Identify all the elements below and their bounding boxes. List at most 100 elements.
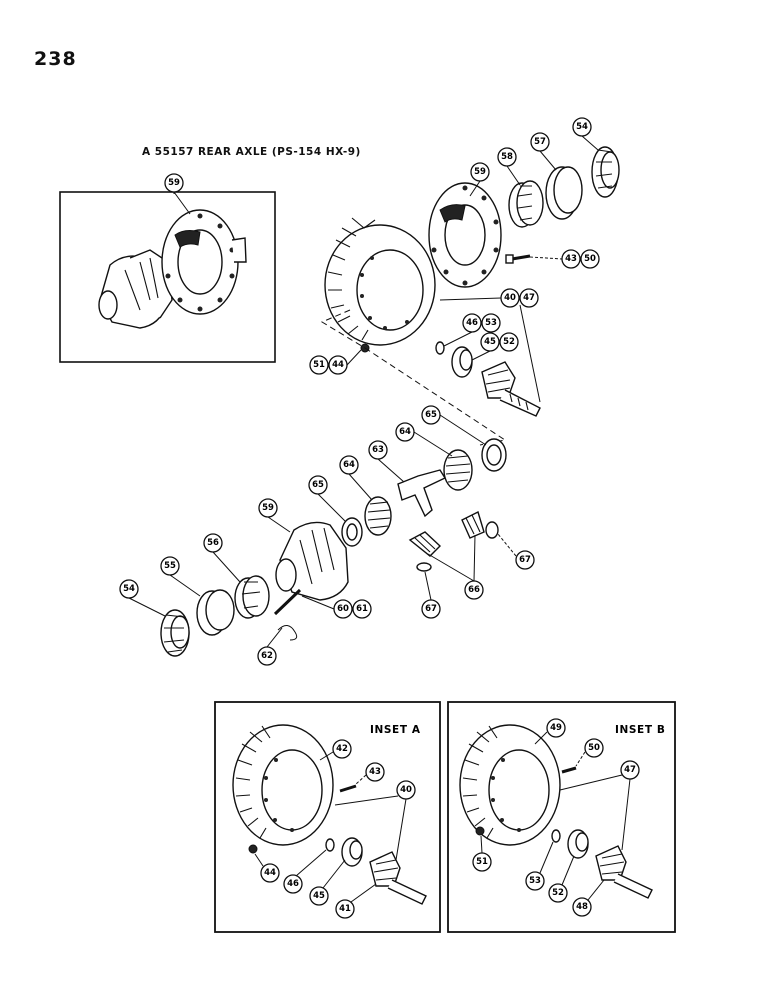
inset-b-callout-48: 48 bbox=[572, 897, 592, 917]
inset-b-nut bbox=[475, 826, 485, 836]
svg-text:64: 64 bbox=[399, 427, 411, 437]
inset-b-callout-53: 53 bbox=[525, 871, 545, 891]
callout-66: 66 bbox=[464, 580, 484, 600]
diagram-title: A 55157 REAR AXLE (PS-154 HX-9) bbox=[142, 146, 361, 158]
callout-67-lower: 67 bbox=[421, 599, 441, 619]
svg-text:43: 43 bbox=[369, 767, 381, 777]
case-half-assembled bbox=[98, 249, 173, 329]
side-gear-64b bbox=[364, 496, 392, 536]
pinion-gear-66a bbox=[408, 531, 442, 557]
bearing-cup-57 bbox=[545, 166, 583, 220]
drive-pinion bbox=[481, 361, 541, 417]
callout-59-flange: 59 bbox=[470, 162, 490, 182]
inset-a-callout-45: 45 bbox=[309, 886, 329, 906]
case-bolt-60-61 bbox=[273, 588, 302, 616]
callout-60: 60 bbox=[333, 599, 353, 619]
callout-65-lower: 65 bbox=[308, 475, 328, 495]
inset-a-ring-gear bbox=[232, 724, 334, 846]
svg-text:52: 52 bbox=[503, 337, 515, 347]
svg-text:52: 52 bbox=[552, 888, 564, 898]
svg-text:55: 55 bbox=[164, 561, 176, 571]
svg-text:50: 50 bbox=[584, 254, 596, 264]
svg-text:62: 62 bbox=[261, 651, 273, 661]
callout-40-ring: 40 bbox=[500, 288, 520, 308]
svg-text:46: 46 bbox=[466, 318, 478, 328]
inset-a-bolt bbox=[339, 784, 357, 793]
inset-b-leaders bbox=[480, 731, 631, 901]
leader-lines-upper bbox=[128, 135, 599, 648]
inset-a-bearing bbox=[341, 837, 363, 867]
svg-text:64: 64 bbox=[343, 460, 355, 470]
svg-text:40: 40 bbox=[400, 785, 412, 795]
svg-text:53: 53 bbox=[485, 318, 497, 328]
spider-cross-63 bbox=[397, 469, 447, 518]
inset-a-callout-42: 42 bbox=[332, 739, 352, 759]
callout-44-nut: 44 bbox=[328, 355, 348, 375]
callout-45-bearing: 45 bbox=[480, 332, 500, 352]
callout-65-upper: 65 bbox=[421, 405, 441, 425]
svg-text:53: 53 bbox=[529, 876, 541, 886]
lockwire-62 bbox=[277, 625, 298, 641]
callout-58: 58 bbox=[497, 147, 517, 167]
svg-text:46: 46 bbox=[287, 879, 299, 889]
svg-text:45: 45 bbox=[484, 337, 496, 347]
svg-text:65: 65 bbox=[425, 410, 437, 420]
inset-b-callout-47: 47 bbox=[620, 760, 640, 780]
callout-59-boxed: 59 bbox=[164, 173, 184, 193]
inset-b-label: INSET B bbox=[615, 724, 665, 736]
svg-text:47: 47 bbox=[624, 765, 636, 775]
svg-text:47: 47 bbox=[523, 293, 535, 303]
callout-62: 62 bbox=[257, 646, 277, 666]
bearing-cup-55 bbox=[196, 589, 235, 636]
svg-text:54: 54 bbox=[123, 584, 135, 594]
inset-a-frame bbox=[214, 701, 441, 933]
svg-text:51: 51 bbox=[476, 857, 488, 867]
callout-67-right: 67 bbox=[515, 550, 535, 570]
inset-b-frame bbox=[447, 701, 676, 933]
inset-a-washer bbox=[325, 838, 335, 852]
washer-46-53 bbox=[435, 341, 445, 355]
thrust-washer-65a bbox=[481, 438, 507, 472]
callout-63: 63 bbox=[368, 440, 388, 460]
side-gear-64a bbox=[443, 449, 473, 491]
thrust-washer-67a bbox=[485, 521, 499, 539]
inset-b-callout-51: 51 bbox=[472, 852, 492, 872]
svg-text:42: 42 bbox=[336, 744, 348, 754]
svg-text:51: 51 bbox=[313, 360, 325, 370]
inset-b-pinion bbox=[595, 845, 653, 899]
svg-text:49: 49 bbox=[550, 723, 562, 733]
svg-text:48: 48 bbox=[576, 902, 588, 912]
callout-56: 56 bbox=[203, 533, 223, 553]
callout-47-ring: 47 bbox=[519, 288, 539, 308]
inset-b-bolt bbox=[561, 766, 577, 774]
inset-a-callout-41: 41 bbox=[335, 899, 355, 919]
svg-text:45: 45 bbox=[313, 891, 325, 901]
bolt-43-50 bbox=[505, 254, 531, 264]
svg-text:54: 54 bbox=[576, 122, 588, 132]
svg-text:63: 63 bbox=[372, 445, 384, 455]
bearing-54-bottom bbox=[160, 609, 190, 657]
inset-a-callout-46: 46 bbox=[283, 874, 303, 894]
pinion-gear-66b bbox=[461, 511, 485, 539]
callout-52-bearing: 52 bbox=[499, 332, 519, 352]
thrust-washer-67b bbox=[416, 562, 432, 572]
svg-text:40: 40 bbox=[504, 293, 516, 303]
svg-text:67: 67 bbox=[425, 604, 437, 614]
callout-64-upper: 64 bbox=[395, 422, 415, 442]
bearing-cone-58 bbox=[508, 180, 544, 228]
svg-text:61: 61 bbox=[356, 604, 368, 614]
svg-text:67: 67 bbox=[519, 555, 531, 565]
svg-text:43: 43 bbox=[565, 254, 577, 264]
inset-a-callout-40: 40 bbox=[396, 780, 416, 800]
svg-text:59: 59 bbox=[262, 503, 274, 513]
svg-text:66: 66 bbox=[468, 585, 480, 595]
pinion-bearing-45-52 bbox=[451, 346, 473, 378]
callout-54-top: 54 bbox=[572, 117, 592, 137]
inset-b-washer bbox=[551, 829, 561, 843]
case-half-59 bbox=[275, 521, 349, 601]
inset-b-callout-52: 52 bbox=[548, 883, 568, 903]
svg-text:44: 44 bbox=[332, 360, 344, 370]
inset-a-callout-43: 43 bbox=[365, 762, 385, 782]
svg-text:60: 60 bbox=[337, 604, 349, 614]
